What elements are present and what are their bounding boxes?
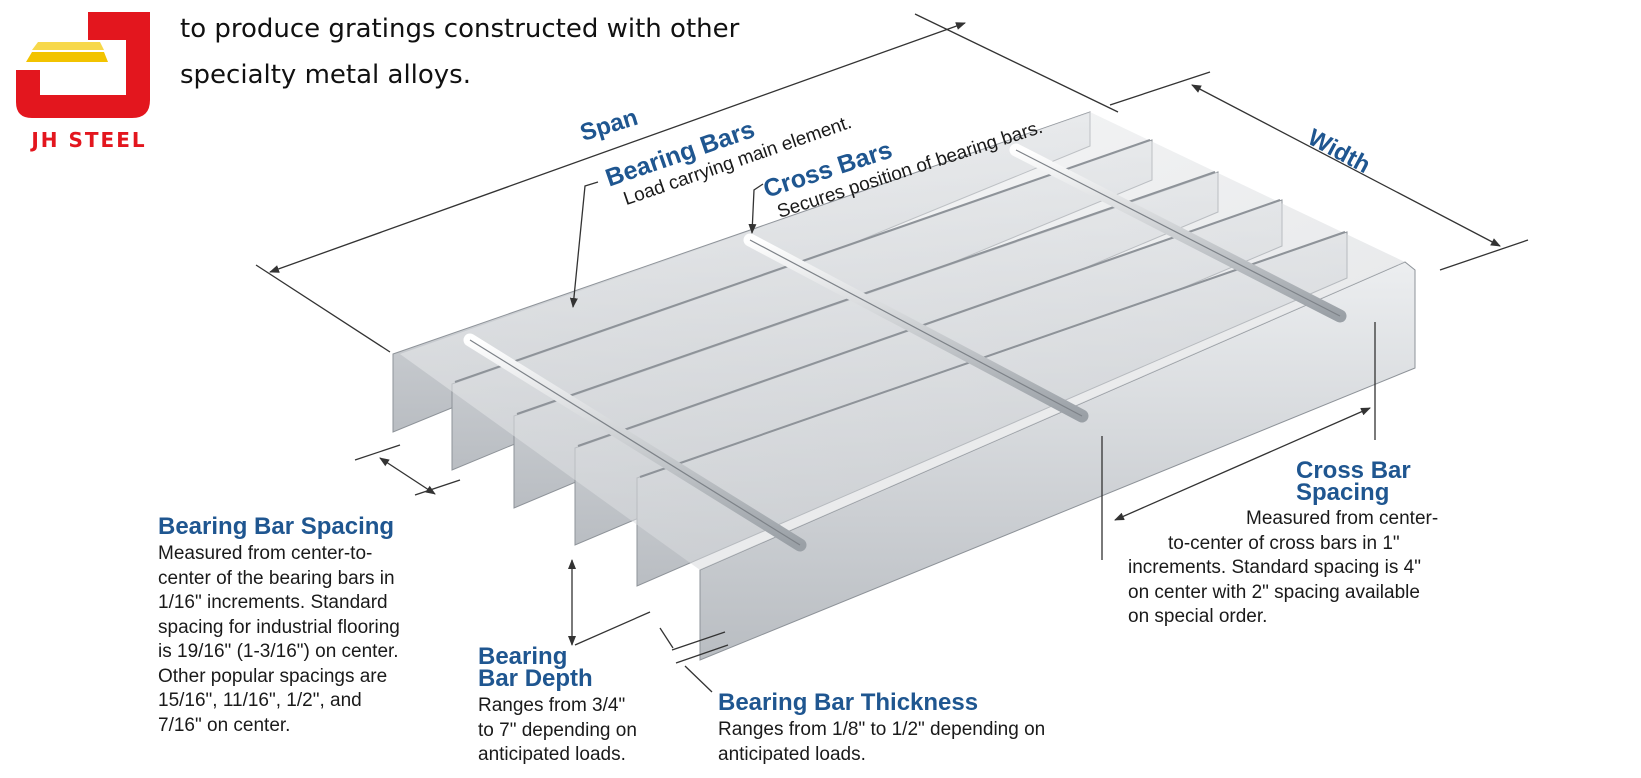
span-arrow	[269, 22, 966, 273]
cross-bar-spacing-desc: Measured from center- to-center of cross…	[1128, 508, 1439, 627]
bearing-bars-leader	[569, 181, 599, 308]
bearing-bar-thickness-desc: Ranges from 1/8" to 1/2" depending on an…	[718, 719, 1046, 765]
dimension-lines	[255, 13, 1529, 693]
width-arrow	[1191, 84, 1501, 247]
logo-text: JH STEEL	[31, 128, 147, 152]
cross-bar-spacing-arrow	[1114, 407, 1371, 521]
bearing-bar-spacing-desc: Measured from center-to- center of the b…	[158, 543, 400, 736]
cross-bars-leader	[748, 183, 764, 234]
cross-bar-spacing-title: Cross Bar Spacing	[1296, 457, 1411, 506]
jh-steel-logo	[16, 12, 150, 118]
bearing-bar-front	[699, 261, 1416, 661]
bearing-bar-thickness-title: Bearing Bar Thickness	[718, 689, 979, 716]
bearing-bar-depth-title: Bearing Bar Depth	[478, 643, 593, 692]
bearing-bar-spacing-title: Bearing Bar Spacing	[158, 513, 395, 540]
bearing-bar-spacing-arrow	[379, 457, 436, 495]
bearing-bar-depth-desc: Ranges from 3/4" to 7" depending on anti…	[478, 695, 637, 765]
